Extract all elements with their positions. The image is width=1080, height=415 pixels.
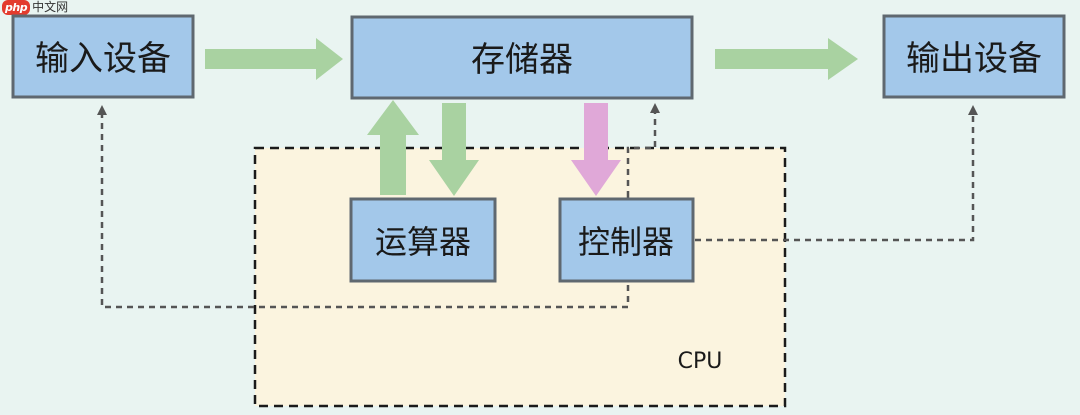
input-device-box xyxy=(11,14,195,99)
cpu-label: CPU xyxy=(678,349,723,374)
control-box xyxy=(558,197,695,283)
control-line-to-output xyxy=(695,105,978,242)
output-device-label: 输出设备 xyxy=(906,39,1042,79)
cpu-region xyxy=(253,146,787,408)
output-device-box xyxy=(882,14,1066,99)
alu-box xyxy=(349,197,497,283)
watermark-logo: php xyxy=(2,0,31,15)
alu-label: 运算器 xyxy=(375,223,471,261)
arrow-storage-to-alu xyxy=(429,103,479,196)
storage-box xyxy=(350,15,694,100)
arrow-input-to-storage xyxy=(205,38,343,80)
control-line-to-storage xyxy=(626,103,660,197)
watermark: php 中文网 xyxy=(2,0,68,15)
watermark-site: 中文网 xyxy=(32,0,69,14)
control-label: 控制器 xyxy=(578,223,674,261)
arrow-storage-to-output xyxy=(715,38,858,80)
storage-label: 存储器 xyxy=(471,40,573,80)
input-device-label: 输入设备 xyxy=(35,39,171,79)
arrow-alu-to-storage xyxy=(367,100,419,195)
arrow-storage-to-control xyxy=(571,103,621,196)
